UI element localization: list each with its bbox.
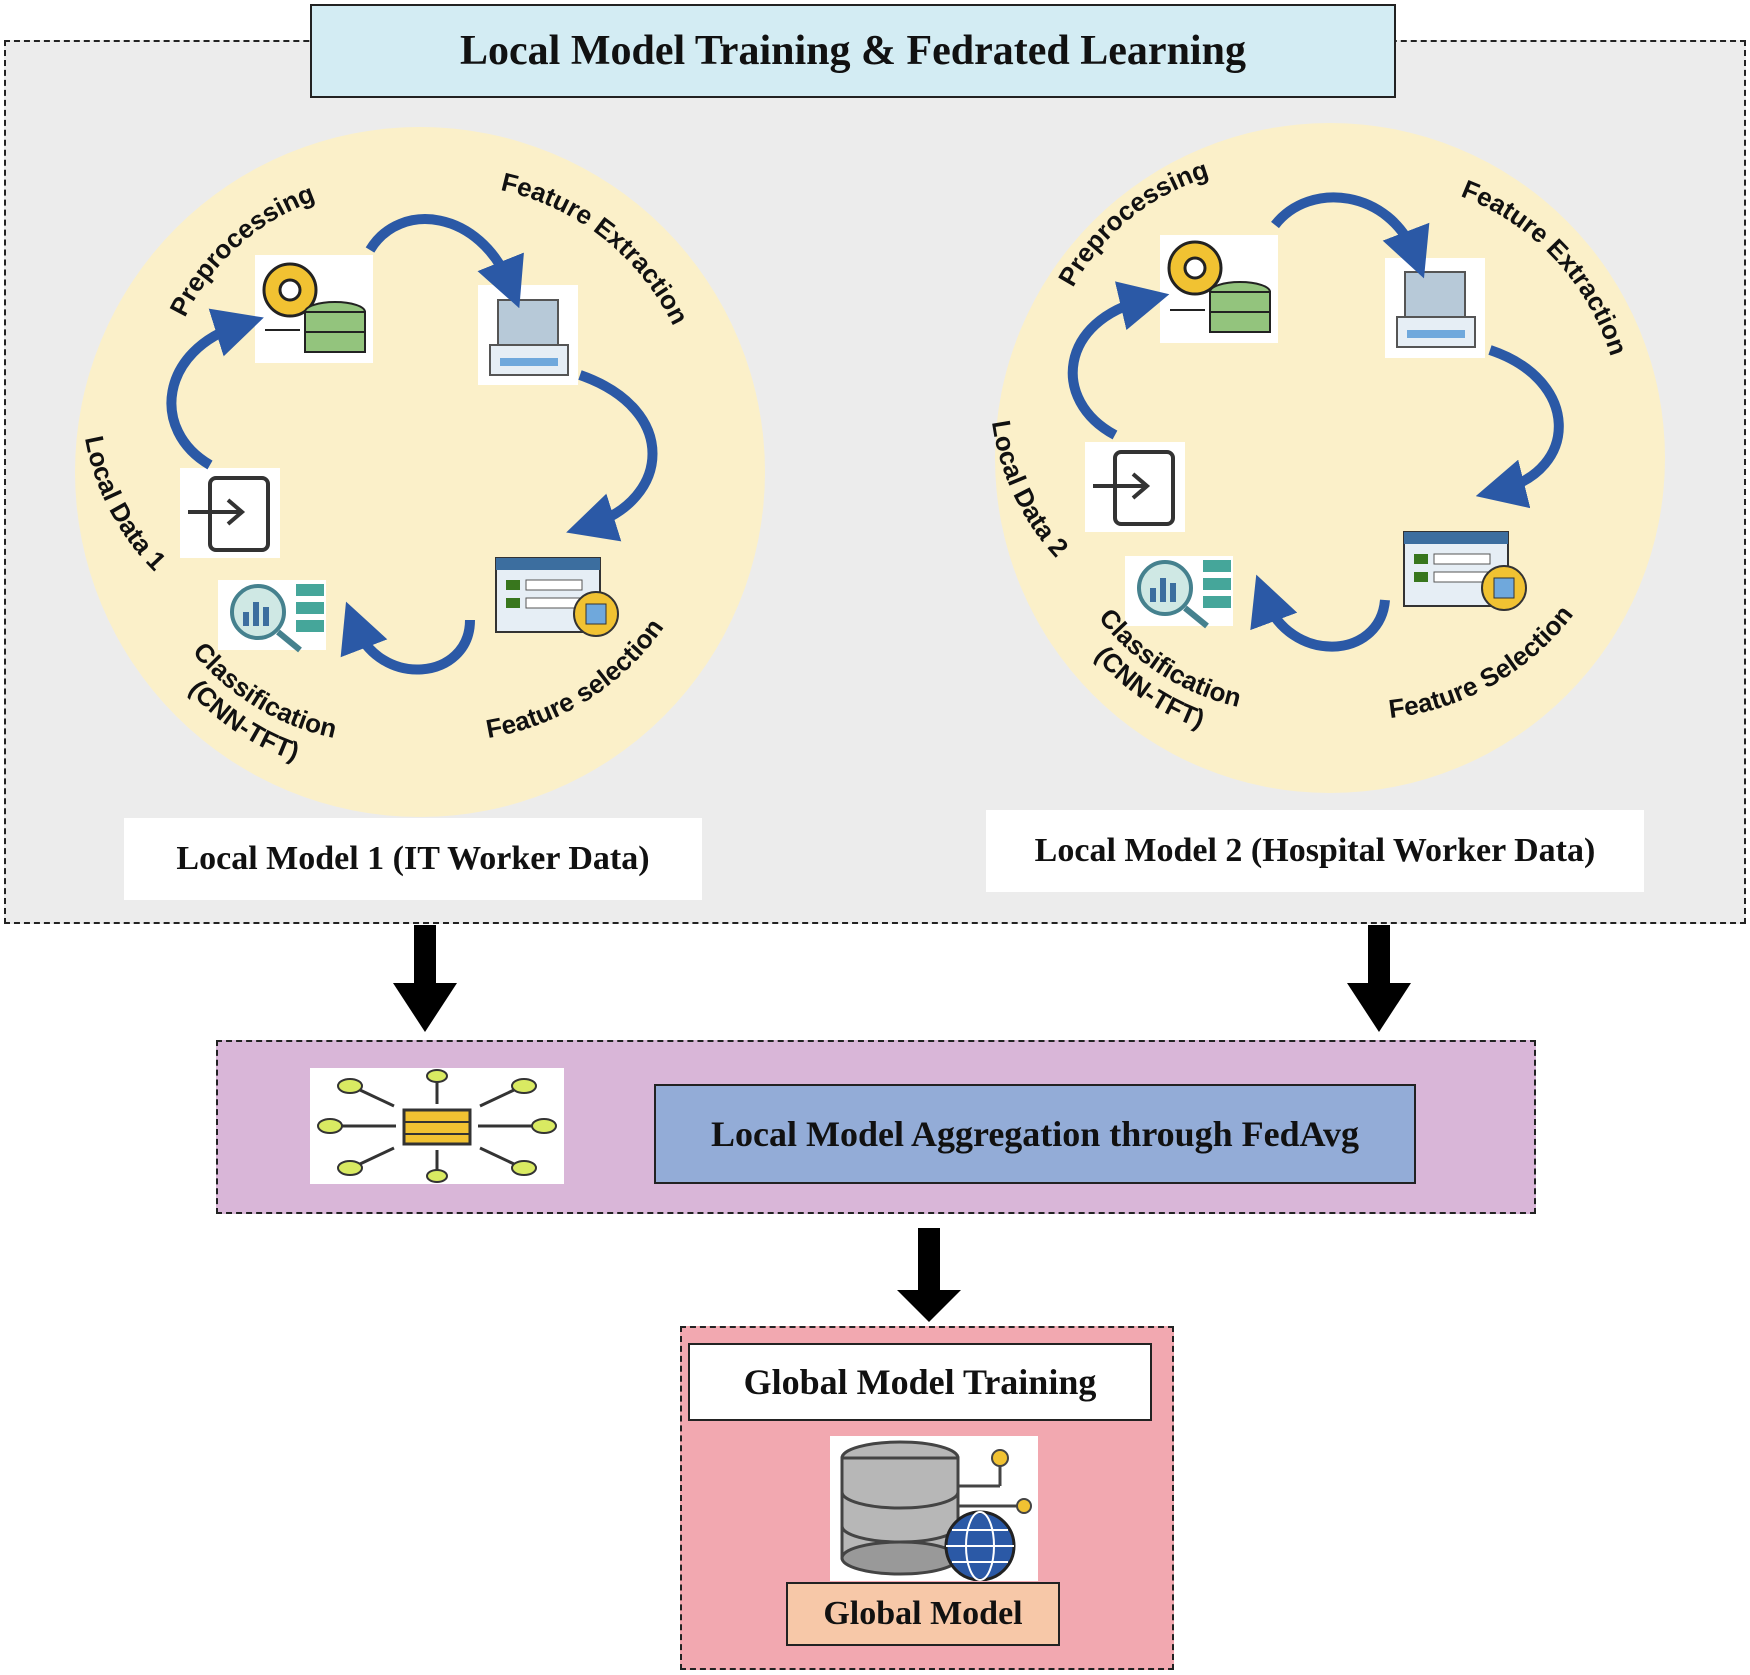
database-globe-icon — [830, 1436, 1038, 1581]
arrow-local-to-preprocessing — [166, 308, 264, 470]
local-model-1-cycle — [75, 127, 765, 817]
global-model-label: Global Model — [786, 1582, 1060, 1646]
global-model-training-title: Global Model Training — [688, 1343, 1152, 1421]
aggregation-label: Local Model Aggregation through FedAvg — [654, 1084, 1416, 1184]
aggregation-network-icon — [310, 1068, 564, 1184]
preprocessing-icon — [255, 255, 373, 363]
local-model-2-label: Local Model 2 (Hospital Worker Data) — [986, 810, 1644, 892]
local-data-icon — [1085, 442, 1185, 532]
feature-extraction-icon — [478, 285, 578, 385]
arrow-extraction-to-selection — [566, 370, 658, 542]
arrow-preprocessing-to-extraction — [365, 214, 524, 309]
arrow-selection-to-classification — [340, 601, 475, 675]
arrow-selection-to-classification — [1250, 574, 1390, 652]
feature-extraction-icon — [1385, 258, 1485, 358]
arrow-local-to-preprocessing — [1067, 281, 1170, 440]
arrow-aggregation-to-global — [897, 1228, 961, 1322]
local-data-icon — [180, 468, 280, 558]
section-title: Local Model Training & Fedrated Learning — [310, 4, 1396, 98]
preprocessing-icon — [1160, 235, 1278, 343]
classification-icon — [218, 580, 326, 653]
arrow-model1-to-aggregation — [393, 925, 457, 1032]
feature-selection-icon — [1403, 531, 1527, 611]
classification-icon — [1125, 556, 1233, 629]
local-model-1-label: Local Model 1 (IT Worker Data) — [124, 818, 702, 900]
arrow-model2-to-aggregation — [1347, 925, 1411, 1032]
feature-selection-icon — [495, 557, 619, 637]
arrow-preprocessing-to-extraction — [1271, 192, 1430, 279]
arrow-extraction-to-selection — [1475, 345, 1564, 509]
